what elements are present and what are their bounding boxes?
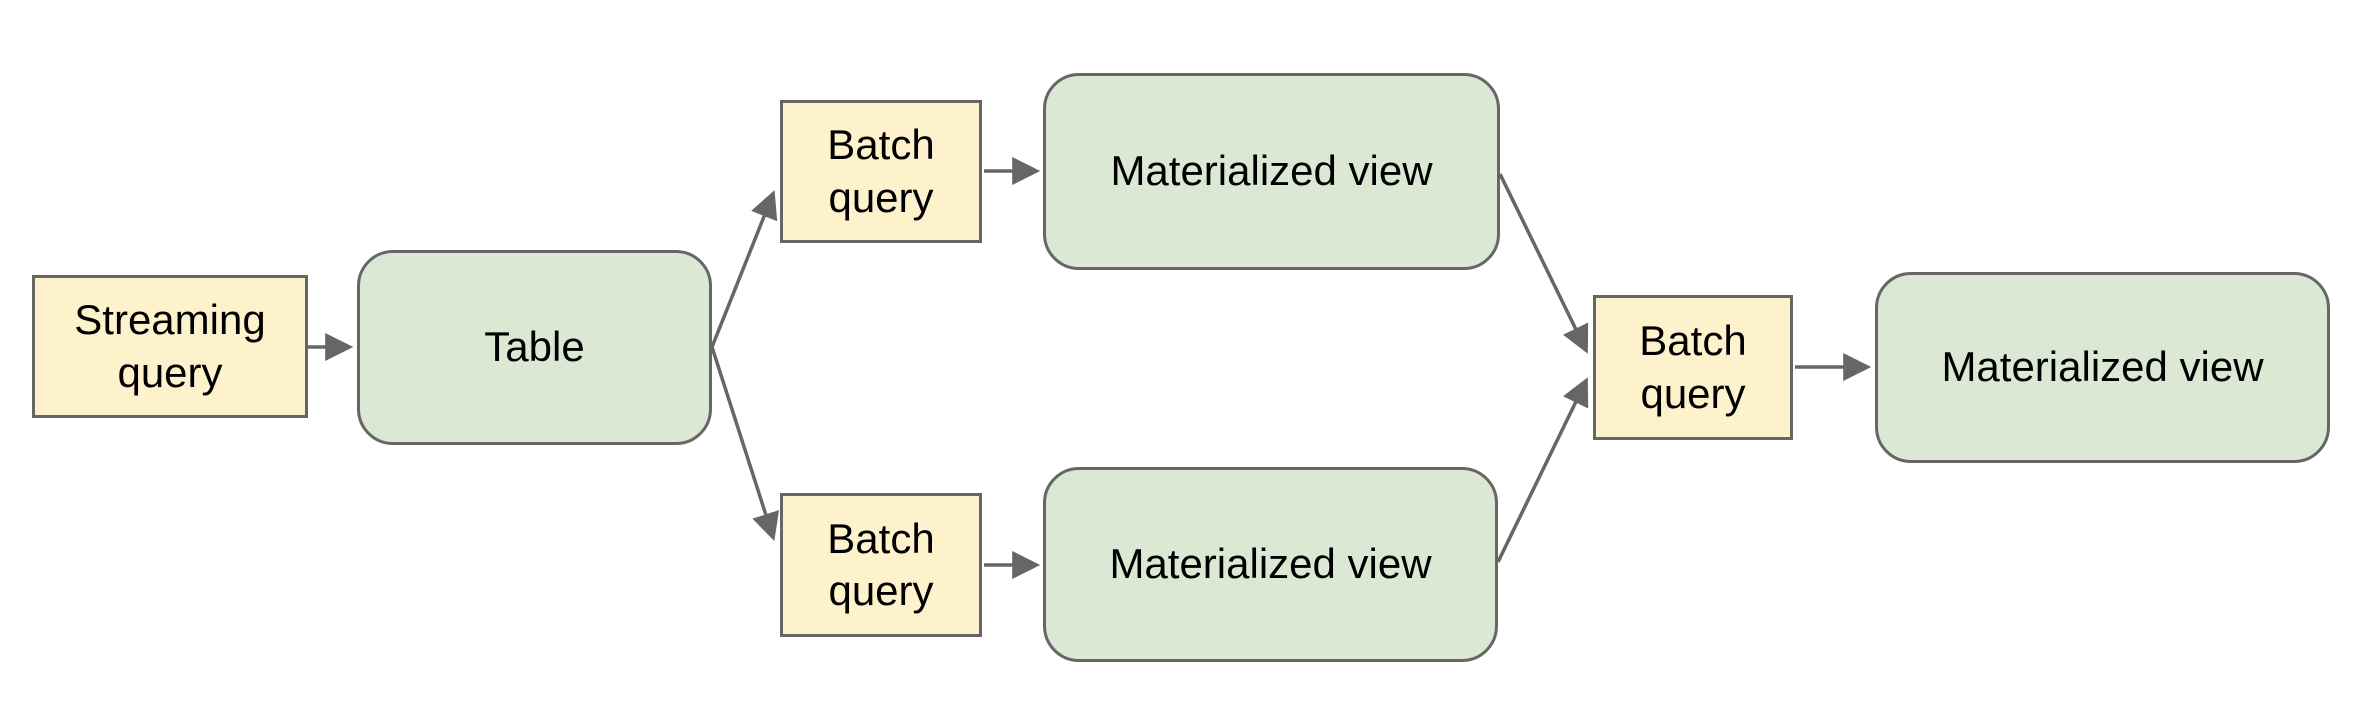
node-materialized-view-final-label: Materialized view xyxy=(1941,343,2264,391)
node-batch-query-merge: Batch query xyxy=(1593,295,1793,440)
edge-materialized-view-bottom-to-batch-query-merge xyxy=(1496,377,1589,563)
node-streaming-query: Streaming query xyxy=(32,275,308,418)
node-batch-query-bottom: Batch query xyxy=(780,493,982,637)
node-batch-query-top-label: Batch query xyxy=(827,121,935,221)
node-batch-query-bottom-label: Batch query xyxy=(827,514,935,615)
node-materialized-view-bottom: Materialized view xyxy=(1043,467,1498,662)
node-table-label: Table xyxy=(484,323,585,371)
node-materialized-view-bottom-label: Materialized view xyxy=(1109,540,1432,588)
edge-materialized-view-top-to-batch-query-merge xyxy=(1498,173,1589,354)
node-materialized-view-top: Materialized view xyxy=(1043,73,1500,270)
edge-table-to-batch-query-bottom xyxy=(710,346,780,541)
node-batch-query-merge-label: Batch query xyxy=(1639,317,1747,417)
node-table: Table xyxy=(357,250,712,445)
node-batch-query-top: Batch query xyxy=(780,100,982,243)
node-streaming-query-label: Streaming query xyxy=(74,296,266,396)
node-materialized-view-final: Materialized view xyxy=(1875,272,2330,463)
node-materialized-view-top-label: Materialized view xyxy=(1110,147,1433,195)
edge-table-to-batch-query-top xyxy=(710,190,778,348)
